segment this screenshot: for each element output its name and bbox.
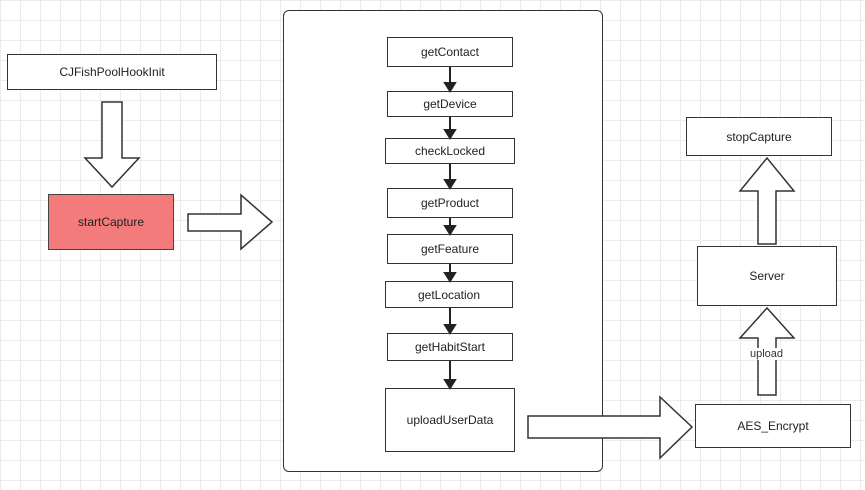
arrowhead-5 xyxy=(443,272,457,283)
start-capture-node: startCapture xyxy=(48,194,174,250)
step-get-location: getLocation xyxy=(385,281,513,308)
hollow-arrow-init-to-start xyxy=(83,101,141,189)
arrowhead-2 xyxy=(443,129,457,140)
server-node: Server xyxy=(697,246,837,306)
hollow-arrow-start-to-panel xyxy=(187,193,274,251)
arrowhead-3 xyxy=(443,179,457,190)
arrowhead-7 xyxy=(443,379,457,390)
step-get-feature: getFeature xyxy=(387,234,513,264)
upload-edge-label: upload xyxy=(748,348,786,360)
arrowhead-1 xyxy=(443,82,457,93)
step-get-product: getProduct xyxy=(387,188,513,218)
aes-encrypt-node: AES_Encrypt xyxy=(695,404,851,448)
step-check-locked: checkLocked xyxy=(385,138,515,164)
hollow-arrow-upload-to-aes xyxy=(527,395,694,460)
step-get-habit-start: getHabitStart xyxy=(387,333,513,361)
stop-capture-node: stopCapture xyxy=(686,117,832,156)
step-get-device: getDevice xyxy=(387,91,513,117)
arrowhead-6 xyxy=(443,324,457,335)
init-node: CJFishPoolHookInit xyxy=(7,54,217,90)
step-upload-user-data: uploadUserData xyxy=(385,388,515,452)
hollow-arrow-server-to-stop xyxy=(738,156,796,245)
arrowhead-4 xyxy=(443,225,457,236)
step-get-contact: getContact xyxy=(387,37,513,67)
